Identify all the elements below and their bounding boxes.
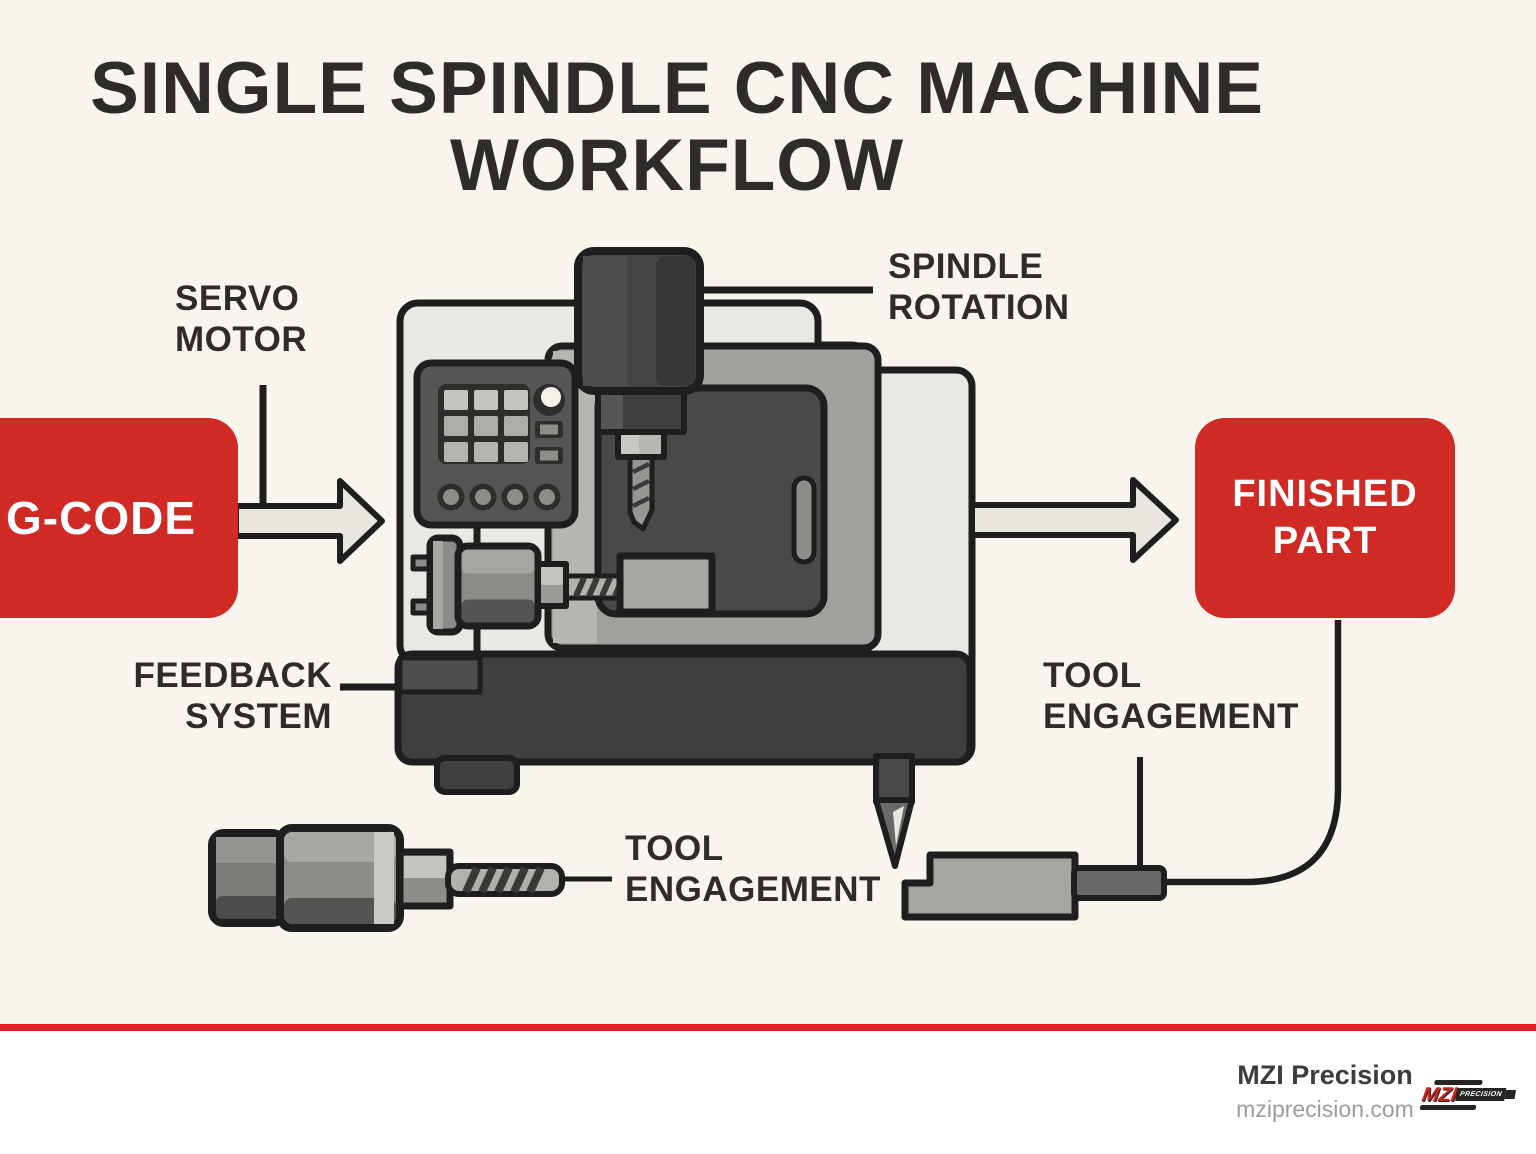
finished-part-line2: PART [1272,520,1378,562]
page-title: SINGLE SPINDLE CNC MACHINE WORKFLOW [0,50,1354,205]
label-tool-engagement-bottom: TOOL ENGAGEMENT [625,829,881,909]
output-arrow [969,477,1179,563]
spindle-assembly [574,247,704,460]
footer-divider-rule [0,1024,1536,1031]
page-title-line2: WORKFLOW [450,125,904,207]
engagement-drill [873,753,915,869]
control-panel [413,359,579,529]
label-servo-motor: SERVO MOTOR [175,279,308,359]
footer-company-name: MZI Precision [1237,1060,1413,1090]
panel-round-buttons [437,483,561,511]
spindle-drill-bit [627,452,655,532]
gcode-node: G-CODE [0,418,238,618]
logo-bar-bottom [1419,1105,1477,1110]
finished-part-node: FINISHED PART [1195,418,1455,618]
base-notch [397,655,483,695]
mzi-logo: MZI PRECISION [1419,1080,1516,1112]
finished-part-line1: FINISHED [1232,472,1418,515]
servo-motor-assembly [410,534,569,636]
stepped-workpiece [901,851,1079,921]
page-title-line1: SINGLE SPINDLE CNC MACHINE [90,48,1264,129]
machine-foot [434,755,520,795]
tool-holder-illustration [208,824,565,932]
machine-base [394,650,974,795]
tool-holder-bar [1071,865,1167,901]
finished-part-curve-line [1166,620,1342,886]
gcode-node-label: G-CODE [6,492,196,544]
label-feedback-system: FEEDBACK SYSTEM [133,656,332,736]
keypad-keys [444,390,528,462]
work-table-block [616,552,716,616]
footer-website[interactable]: mziprecision.com [1236,1096,1414,1122]
door-handle [791,475,817,565]
panel-small-buttons [535,421,563,464]
cnc-machine-illustration [208,247,1342,932]
label-spindle-rotation: SPINDLE ROTATION [888,247,1070,327]
logo-tagline-text: PRECISION [1455,1088,1506,1101]
label-tool-engagement-right: TOOL ENGAGEMENT [1043,656,1299,736]
gcode-arrow [233,478,385,564]
logo-brand-text: MZI [1420,1083,1459,1106]
diagram-area: SINGLE SPINDLE CNC MACHINE WORKFLOW SERV… [0,0,1536,1024]
logo-bar-right [1504,1090,1516,1099]
